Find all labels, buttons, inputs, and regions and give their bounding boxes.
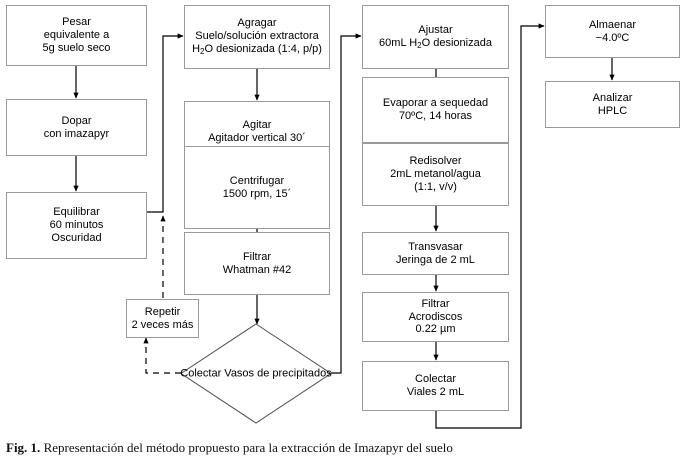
node-almaenar[interactable]: Almaenar −4.0ºC xyxy=(545,5,680,58)
node-redisolver-line-1: Redisolver xyxy=(409,155,462,168)
node-agragar-line-2: Suelo/solución extractora xyxy=(195,30,319,43)
node-dopar[interactable]: Dopar con imazapyr xyxy=(6,99,147,156)
wire-colectar-ajustar xyxy=(331,33,362,374)
diamond-shape xyxy=(180,323,332,424)
node-filtrar-acrodiscos-line-1: Filtrar xyxy=(421,297,450,310)
node-analizar-line-1: Analizar xyxy=(592,91,633,104)
node-evaporar[interactable]: Evaporar a sequedad 70ºC, 14 horas xyxy=(362,77,509,143)
node-filtrar-acrodiscos[interactable]: Filtrar Acrodiscos 0.22 µm xyxy=(362,292,509,342)
figure-caption-label: Fig. 1. xyxy=(6,440,41,455)
node-dopar-line-2: con imazapyr xyxy=(43,127,110,140)
node-filtrar-acrodiscos-line-2: Acrodiscos xyxy=(408,310,463,323)
node-agragar-line-1: Agragar xyxy=(237,17,277,30)
node-ajustar-line-2: 60mL H2O desionizada xyxy=(379,36,492,50)
node-repetir-line-2: 2 veces más xyxy=(131,318,194,331)
node-transvasar[interactable]: Transvasar Jeringa de 2 mL xyxy=(362,232,509,275)
node-filtrar-whatman[interactable]: Filtrar Whatman #42 xyxy=(184,232,330,295)
node-transvasar-line-2: Jeringa de 2 mL xyxy=(396,253,475,266)
node-agragar[interactable]: Agragar Suelo/solución extractora H2O de… xyxy=(184,5,330,69)
node-agitar-line-1: Agitar xyxy=(242,119,272,132)
figure-caption-text: Representación del método propuesto para… xyxy=(43,440,453,455)
flowchart-canvas: Pesar equivalente a 5g suelo seco Dopar … xyxy=(6,5,680,429)
figure-caption: Fig. 1. Representación del método propue… xyxy=(6,440,680,456)
node-colectar-viales-line-1: Colectar xyxy=(415,373,456,386)
node-filtrar-acrodiscos-line-3: 0.22 µm xyxy=(415,323,456,336)
node-agitar-line-2: Agitador vertical 30´ xyxy=(208,132,306,144)
node-analizar[interactable]: Analizar HPLC xyxy=(545,81,680,128)
node-pesar-line-3: 5g suelo seco xyxy=(42,41,111,54)
node-almaenar-line-1: Almaenar xyxy=(588,18,637,31)
node-repetir[interactable]: Repetir 2 veces más xyxy=(126,299,199,338)
node-pesar[interactable]: Pesar equivalente a 5g suelo seco xyxy=(6,5,147,66)
node-redisolver-line-3: (1:1, v/v) xyxy=(414,180,457,193)
wire-colectar-repetir xyxy=(143,337,181,374)
node-colectar-viales[interactable]: Colectar Viales 2 mL xyxy=(362,361,509,411)
node-equilibrar-line-2: 60 minutos xyxy=(49,219,104,232)
node-filtrar-whatman-line-1: Filtrar xyxy=(242,250,272,263)
node-equilibrar-line-1: Equilibrar xyxy=(53,206,100,219)
node-analizar-line-2: HPLC xyxy=(597,104,628,117)
node-redisolver[interactable]: Redisolver 2mL metanol/agua (1:1, v/v) xyxy=(362,143,509,206)
node-pesar-line-1: Pesar xyxy=(62,16,91,29)
node-agragar-line-3: H2O desionizada (1:4, p/p) xyxy=(192,43,322,57)
node-colectar-vasos-line-1: Colectar xyxy=(180,367,222,380)
node-transvasar-line-1: Transvasar xyxy=(408,240,463,253)
node-equilibrar-line-3: Oscuridad xyxy=(51,231,102,244)
node-colectar-viales-line-2: Viales 2 mL xyxy=(406,386,465,398)
node-repetir-line-1: Repetir xyxy=(144,305,181,318)
node-filtrar-whatman-line-2: Whatman #42 xyxy=(222,263,292,276)
node-almaenar-line-2: −4.0ºC xyxy=(595,31,630,44)
node-ajustar[interactable]: Ajustar 60mL H2O desionizada xyxy=(362,5,509,69)
node-evaporar-line-1: Evaporar a sequedad xyxy=(382,97,489,110)
node-dopar-line-1: Dopar xyxy=(61,114,92,127)
node-ajustar-line-1: Ajustar xyxy=(418,23,453,36)
node-equilibrar[interactable]: Equilibrar 60 minutos Oscuridad xyxy=(6,192,147,259)
node-centrifugar-line-1: Centrifugar xyxy=(229,174,285,187)
node-colectar-vasos[interactable]: Colectar Vasos de precipitados xyxy=(180,323,332,424)
node-centrifugar[interactable]: Centrifugar 1500 rpm, 15´ xyxy=(184,146,330,229)
node-pesar-line-2: equivalente a xyxy=(43,29,110,42)
node-redisolver-line-2: 2mL metanol/agua xyxy=(390,168,481,181)
node-evaporar-line-2: 70ºC, 14 horas xyxy=(398,110,473,122)
node-centrifugar-line-2: 1500 rpm, 15´ xyxy=(222,187,292,200)
node-colectar-vasos-line-2: Vasos de precipitados xyxy=(224,367,332,380)
